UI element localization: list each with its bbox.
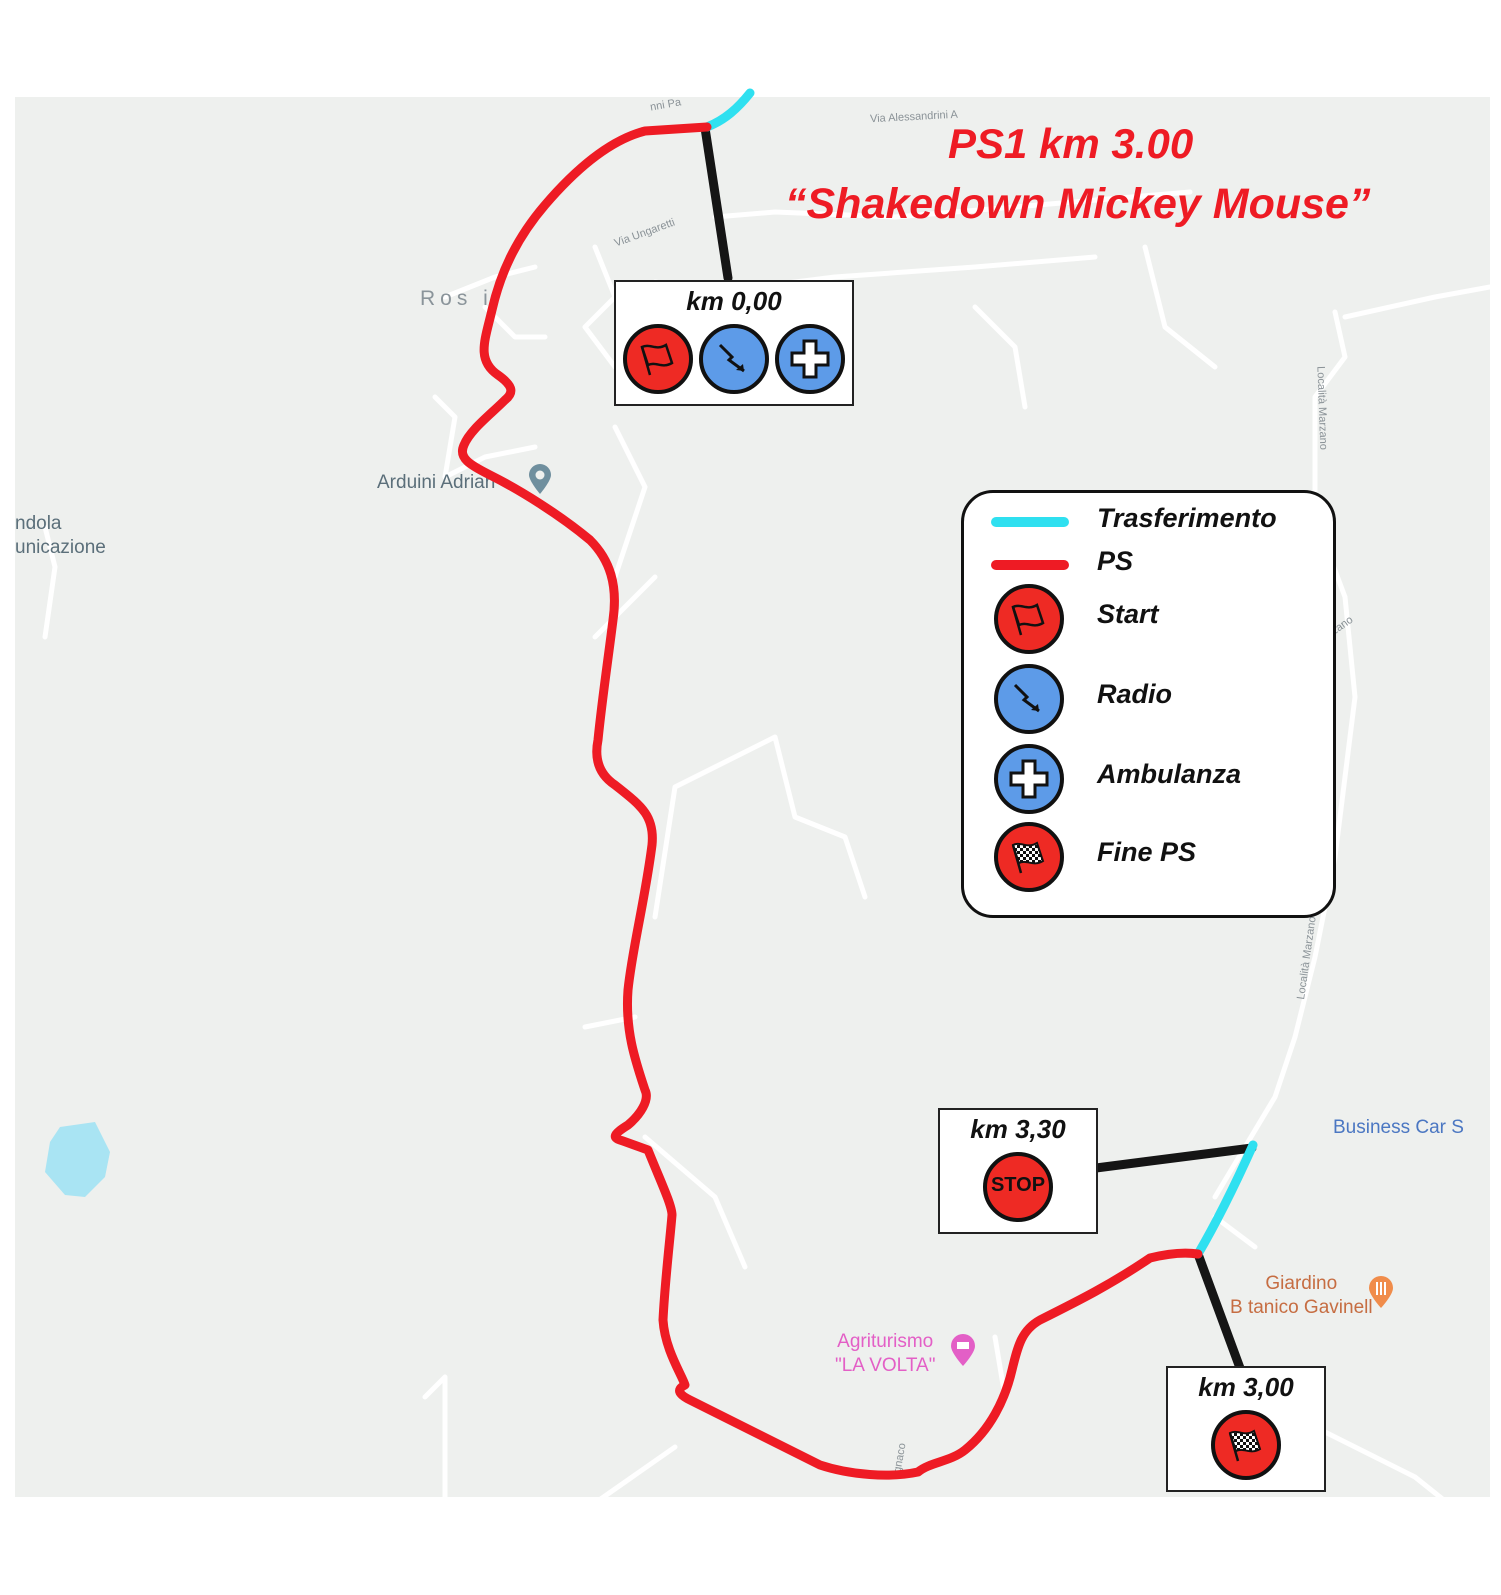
road	[1142, 244, 1218, 370]
road	[1212, 1214, 1258, 1250]
transfer-line-start	[702, 88, 755, 132]
legend-label-radio: Radio	[1097, 679, 1173, 709]
road	[422, 1374, 448, 1497]
legend-label-ambulance: Ambulanza	[1097, 759, 1242, 789]
ambulance-icon	[774, 323, 846, 395]
legend-item-ps: PS	[964, 541, 1333, 611]
lodging-icon[interactable]	[949, 1333, 977, 1367]
agriturismo-name: Agriturismo	[837, 1331, 934, 1352]
stop-km-label: km 3,30	[970, 1114, 1066, 1144]
place-label-business[interactable]: Business Car S	[1333, 1117, 1464, 1138]
transfer-line-swatch	[991, 517, 1069, 527]
stop-icon: STOP	[982, 1151, 1054, 1223]
legend-item-transfer: Trasferimento	[964, 498, 1333, 568]
ambulance-icon	[993, 743, 1065, 815]
legend-item-radio: Radio	[964, 663, 1333, 735]
road	[642, 1134, 748, 1270]
legend-label-transfer: Trasferimento	[1097, 503, 1277, 533]
agriturismo-subname: "LA VOLTA"	[835, 1355, 936, 1376]
map-subtitle: “Shakedown Mickey Mouse”	[785, 180, 1371, 228]
place-label-comunicazione: unicazione	[15, 537, 106, 558]
stop-icon-text: STOP	[990, 1174, 1046, 1196]
start-flag-icon	[993, 583, 1065, 655]
finish-km-label: km 3,00	[1198, 1372, 1294, 1402]
place-label-rossi: Ros i	[420, 287, 493, 310]
legend-label-ps: PS	[1097, 546, 1134, 576]
legend-item-start: Start	[964, 583, 1333, 655]
road	[432, 394, 538, 480]
finish-connector-line	[1193, 1249, 1245, 1373]
road	[592, 574, 658, 640]
finish-flag-icon	[993, 821, 1065, 893]
radio-icon	[698, 323, 770, 395]
restaurant-icon[interactable]	[1367, 1275, 1395, 1309]
legend-label-start: Start	[1097, 599, 1159, 629]
place-label-giardino[interactable]: Giardino B tanico Gavinell	[1230, 1272, 1373, 1320]
finish-checkpoint-box[interactable]: km 3,00	[1166, 1366, 1326, 1492]
stop-connector-line	[1091, 1143, 1257, 1173]
place-label-agriturismo[interactable]: Agriturismo "LA VOLTA"	[835, 1330, 935, 1378]
giardino-subname: B tanico Gavinell	[1230, 1297, 1373, 1318]
lake	[45, 1122, 110, 1197]
ps-line-swatch	[991, 560, 1069, 570]
road	[1342, 284, 1490, 320]
road	[599, 1444, 678, 1497]
start-connector-line	[700, 123, 733, 283]
road	[1212, 1034, 1298, 1200]
road	[712, 189, 1193, 220]
map-title: PS1 km 3.00	[948, 120, 1194, 167]
stop-checkpoint-box[interactable]: km 3,30 STOP	[938, 1108, 1098, 1234]
start-flag-icon	[622, 323, 694, 395]
place-label-arduini[interactable]: Arduini Adrian	[377, 472, 496, 493]
road	[1292, 309, 1358, 1040]
road	[482, 304, 548, 340]
road	[612, 424, 648, 580]
map-legend: Trasferimento PS Start Radio	[961, 490, 1336, 918]
legend-label-finish: Fine PS	[1097, 837, 1197, 867]
ps-route-line	[458, 122, 1203, 1480]
road	[652, 734, 868, 920]
location-pin-icon[interactable]	[527, 463, 553, 495]
giardino-name: Giardino	[1265, 1273, 1338, 1294]
transfer-line-end	[1193, 1140, 1258, 1259]
road	[972, 304, 1028, 410]
road	[442, 264, 538, 300]
legend-item-ambulance: Ambulanza	[964, 743, 1333, 815]
road-network	[42, 189, 1490, 1497]
finish-flag-icon	[1210, 1409, 1282, 1481]
radio-icon	[993, 663, 1065, 735]
start-km-label: km 0,00	[686, 286, 782, 316]
start-checkpoint-box[interactable]: km 0,00	[614, 280, 854, 406]
legend-item-finish: Fine PS	[964, 821, 1333, 893]
place-label-andola: ndola	[15, 513, 62, 534]
road	[42, 524, 58, 640]
